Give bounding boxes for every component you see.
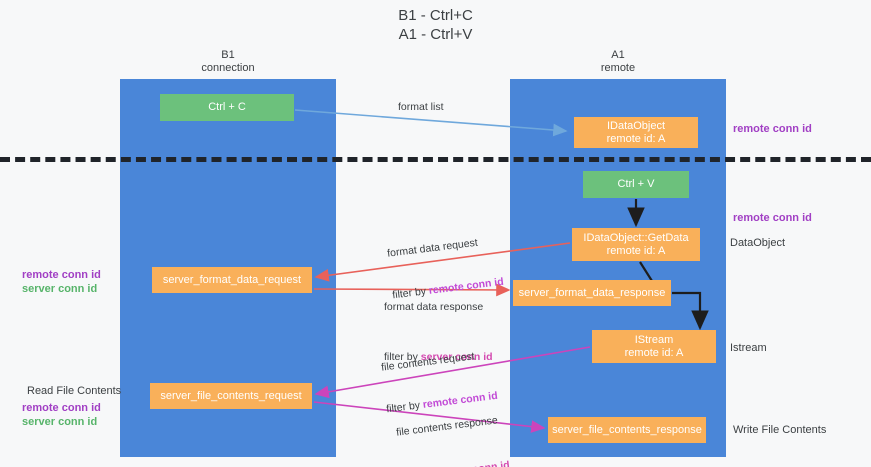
note-remote-conn-id-middle: remote conn id <box>733 212 812 224</box>
note-server-conn-id-left-bottom: server conn id <box>22 416 98 428</box>
box-data-object-line2: remote id: A <box>606 132 666 145</box>
note-data-object: DataObject <box>730 237 786 249</box>
box-getdata-line2: remote id: A <box>606 244 666 257</box>
box-idataobject-getdata[interactable]: IDataObject::GetData remote id: A <box>572 228 700 261</box>
edge-label-format-data-response-line2: filter by server conn id <box>384 350 493 364</box>
note-write-file-contents: Write File Contents <box>733 424 827 436</box>
filter-value: server conn id <box>438 459 511 467</box>
box-istream-line1: IStream <box>634 333 674 346</box>
note-istream: Istream <box>730 342 767 354</box>
edge-label-format-data-response-line1: format data response <box>384 301 484 313</box>
box-server-format-data-response-label: server_format_data_response <box>518 286 666 299</box>
diagram-title: B1 - Ctrl+C A1 - Ctrl+V <box>398 7 473 43</box>
box-data-object[interactable]: IDataObject remote id: A <box>574 117 698 148</box>
note-read-file-contents: Read File Contents <box>27 385 122 397</box>
box-server-file-contents-response[interactable]: server_file_contents_response <box>548 417 706 443</box>
box-ctrl-c-label: Ctrl + C <box>208 101 246 113</box>
column-header-a1: A1 remote <box>600 49 636 74</box>
edge-label-file-contents-response: file contents response filter by server … <box>392 385 514 467</box>
box-server-format-data-request-label: server_format_data_request <box>162 273 302 286</box>
note-remote-conn-id-top: remote conn id <box>733 123 812 135</box>
note-remote-conn-id-left-middle: remote conn id <box>22 269 101 281</box>
note-conn-ids-middle: remote conn id server conn id <box>22 268 101 296</box>
box-server-format-data-response[interactable]: server_format_data_response <box>513 280 671 306</box>
box-data-object-line1: IDataObject <box>606 119 666 132</box>
box-istream-line2: remote id: A <box>624 346 684 359</box>
column-header-b1: B1 connection <box>201 49 255 74</box>
box-server-format-data-request[interactable]: server_format_data_request <box>152 267 312 293</box>
filter-prefix: filter by <box>384 351 421 363</box>
box-server-file-contents-response-label: server_file_contents_response <box>552 423 702 436</box>
box-istream[interactable]: IStream remote id: A <box>592 330 716 363</box>
section-divider <box>0 157 871 162</box>
edge-label-file-contents-request-line1: file contents request <box>380 350 476 374</box>
filter-value: server conn id <box>420 351 493 363</box>
box-ctrl-c[interactable]: Ctrl + C <box>160 94 294 121</box>
box-server-file-contents-request-label: server_file_contents_request <box>160 389 302 402</box>
edge-label-format-data-request-line1: format data request <box>386 236 479 260</box>
edge-label-format-list: format list <box>398 101 444 113</box>
box-server-file-contents-request[interactable]: server_file_contents_request <box>150 383 312 409</box>
edge-label-file-contents-response-line1: file contents response <box>395 414 499 439</box>
box-getdata-line1: IDataObject::GetData <box>583 231 689 244</box>
note-server-conn-id-left-middle: server conn id <box>22 283 98 295</box>
edge-label-format-data-response: format data response filter by server co… <box>384 272 493 392</box>
box-ctrl-v-label: Ctrl + V <box>617 178 655 190</box>
box-ctrl-v[interactable]: Ctrl + V <box>583 171 689 198</box>
note-conn-ids-bottom: remote conn id server conn id <box>22 401 101 429</box>
edge-label-file-contents-response-line2: filter by server conn id <box>401 458 511 467</box>
note-remote-conn-id-left-bottom: remote conn id <box>22 402 101 414</box>
